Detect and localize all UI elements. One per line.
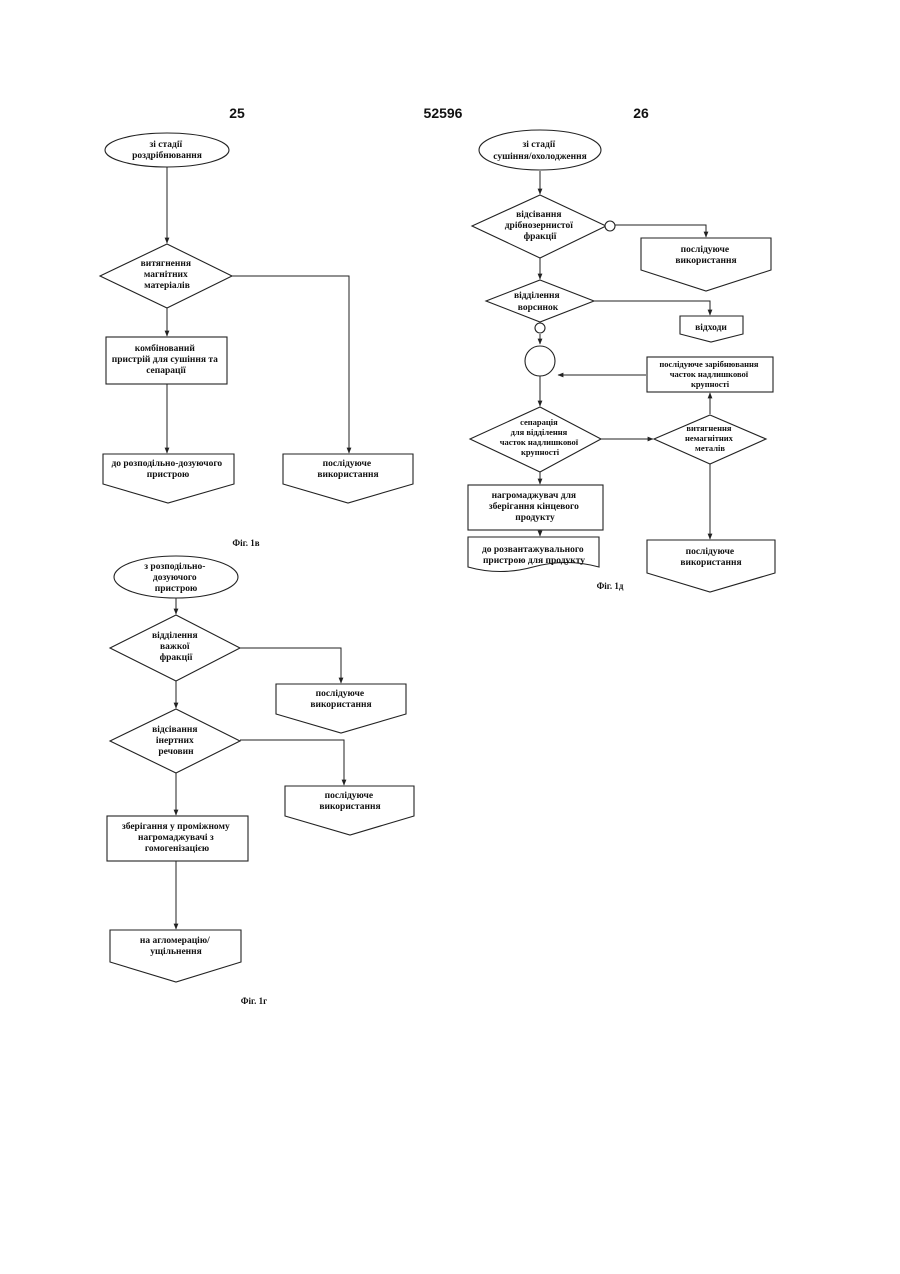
decision-magnetic-extraction-label: витягнення магнітних матеріалів bbox=[141, 259, 194, 291]
page-number-right: 26 bbox=[633, 105, 649, 121]
decision-inert-screening-label: відсівання інертних речовин bbox=[152, 724, 200, 757]
terminator-from-drying bbox=[479, 130, 601, 170]
connector-node-fine-fraction bbox=[605, 221, 615, 231]
connector-1v-decision-right bbox=[232, 276, 349, 453]
patent-number: 52596 bbox=[424, 105, 463, 121]
figure-1g: з розподільно- дозуючого пристрою відділ… bbox=[107, 556, 414, 1006]
page-number-left: 25 bbox=[229, 105, 245, 121]
connector-1d-decision2-waste bbox=[594, 301, 710, 315]
junction-circle bbox=[525, 346, 555, 376]
connector-1g-decision1-right bbox=[240, 648, 341, 683]
connector-1d-decision1-right bbox=[614, 225, 706, 237]
terminator-from-crushing bbox=[105, 133, 229, 167]
figure-1g-caption: Фіг. 1г bbox=[241, 996, 267, 1006]
figure-1v-caption: Фіг. 1в bbox=[232, 538, 259, 548]
connector-node-fiber-removal bbox=[535, 323, 545, 333]
figure-1d: зі стадії сушіння/охолодження відсівання… bbox=[468, 130, 775, 592]
document-to-unloading-device-label: до розвантажувального пристрою для проду… bbox=[482, 545, 586, 566]
figure-1v: зі стадії роздрібнювання витягнення магн… bbox=[100, 133, 413, 548]
figure-1d-caption: Фіг. 1д bbox=[597, 581, 624, 591]
connector-1g-decision2-right bbox=[240, 740, 344, 785]
decision-fiber-removal bbox=[486, 280, 594, 322]
offpage-waste-label: відходи bbox=[695, 322, 727, 333]
